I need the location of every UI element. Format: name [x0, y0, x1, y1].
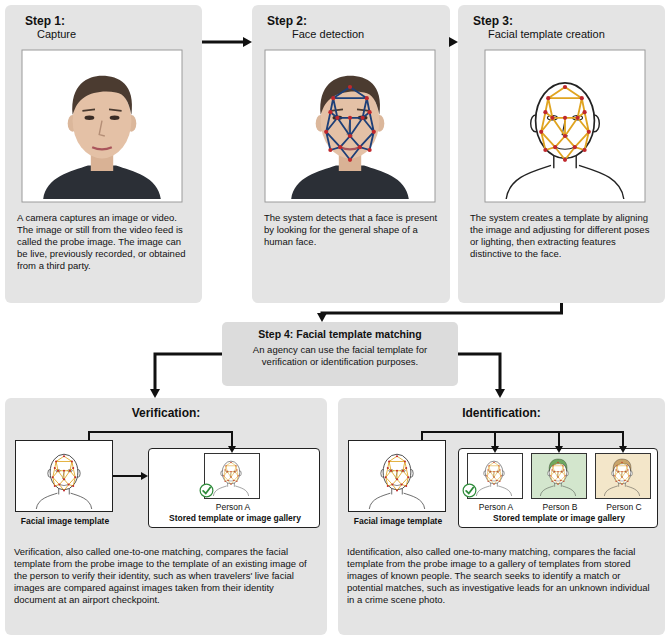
template-mesh	[52, 455, 76, 491]
face-outline	[369, 454, 424, 509]
template-mesh	[614, 462, 630, 485]
heading-text: Facial image template	[329, 516, 467, 527]
template-mesh	[539, 85, 591, 162]
flow-arrow	[202, 37, 252, 47]
heading-text: Step 2:	[267, 14, 307, 29]
flow-arrow	[317, 303, 562, 322]
face-outline	[506, 83, 624, 199]
heading-text: Facial image template	[0, 516, 134, 527]
image-frame	[22, 50, 182, 202]
portrait-photo	[43, 76, 161, 199]
gallery-box: Stored template or image galleryPerson A	[148, 448, 320, 528]
connector-line	[202, 41, 244, 44]
arrow-head	[141, 472, 148, 480]
connector-line	[422, 432, 559, 447]
heading-text: Capture	[37, 28, 76, 42]
step-box: Step 4: Facial template matching An agenc…	[222, 322, 458, 386]
heading-text: Person B	[522, 502, 598, 513]
mode-panel: Verification: Verification, also called o…	[5, 398, 327, 635]
connector-line	[322, 303, 562, 314]
arrow-head	[619, 446, 627, 453]
body-text: The system detects that a face is presen…	[264, 212, 440, 248]
body-text: Identification, also called one-to-many …	[347, 546, 656, 606]
arrow-head	[495, 389, 505, 398]
arrow-head	[491, 446, 499, 453]
arrow-head	[150, 389, 160, 398]
heading-text: Stored template or image gallery	[459, 513, 659, 524]
body-text: Verification, also called one-to-one mat…	[14, 546, 318, 606]
mode-panel: Identification: Identification, also call…	[338, 398, 665, 635]
body-text: The system creates a template by alignin…	[470, 212, 654, 260]
detection-mesh	[324, 85, 376, 162]
face-outline	[540, 461, 575, 496]
flow-arrow	[89, 432, 236, 453]
check-mark	[200, 484, 213, 497]
check-mark	[463, 484, 476, 497]
heading-text: Identification:	[338, 406, 665, 421]
flow-arrow	[458, 354, 505, 398]
arrow-head	[449, 37, 458, 47]
template-mesh	[385, 455, 409, 491]
connector-line	[422, 432, 495, 447]
body-text: A camera captures an image or video. The…	[17, 212, 193, 272]
heading-text: Step 3:	[473, 14, 513, 29]
arrow-head	[243, 37, 252, 47]
connector-line	[458, 354, 500, 390]
flow-arrow	[422, 432, 563, 453]
heading-text: Verification:	[5, 406, 327, 421]
portrait-photo	[291, 76, 409, 199]
connector-line	[113, 475, 142, 477]
flow-arrow	[150, 354, 222, 398]
face-outline	[213, 461, 248, 496]
flow-arrow	[422, 432, 627, 453]
heading-text: Person A	[195, 502, 271, 513]
connector-line	[422, 432, 623, 447]
image-frame	[485, 50, 645, 202]
heading-text: Step 4: Facial template matching	[222, 328, 458, 341]
hair	[613, 459, 631, 471]
face-outline	[36, 454, 91, 509]
template-mesh	[223, 462, 239, 485]
arrow-head	[228, 446, 236, 453]
heading-text: Face detection	[292, 28, 364, 42]
flow-arrow	[422, 432, 499, 453]
arrow-head	[317, 313, 327, 322]
template-mesh	[486, 462, 502, 485]
hair	[549, 459, 567, 471]
connector-line	[155, 354, 222, 390]
heading-text: Stored template or image gallery	[149, 513, 321, 524]
flow-arrow	[113, 472, 148, 480]
body-text: An agency can use the facial template fo…	[230, 344, 450, 368]
heading-text: Person C	[586, 502, 662, 513]
heading-text: Facial template creation	[488, 28, 605, 42]
face-outline	[604, 461, 639, 496]
face-outline	[476, 461, 511, 496]
template-mesh	[550, 462, 566, 485]
connector-line	[89, 432, 232, 447]
heading-text: Step 1:	[25, 14, 65, 29]
arrow-head	[555, 446, 563, 453]
image-frame	[265, 50, 435, 202]
flow-arrow	[449, 37, 458, 47]
heading-text: Person A	[458, 502, 534, 513]
